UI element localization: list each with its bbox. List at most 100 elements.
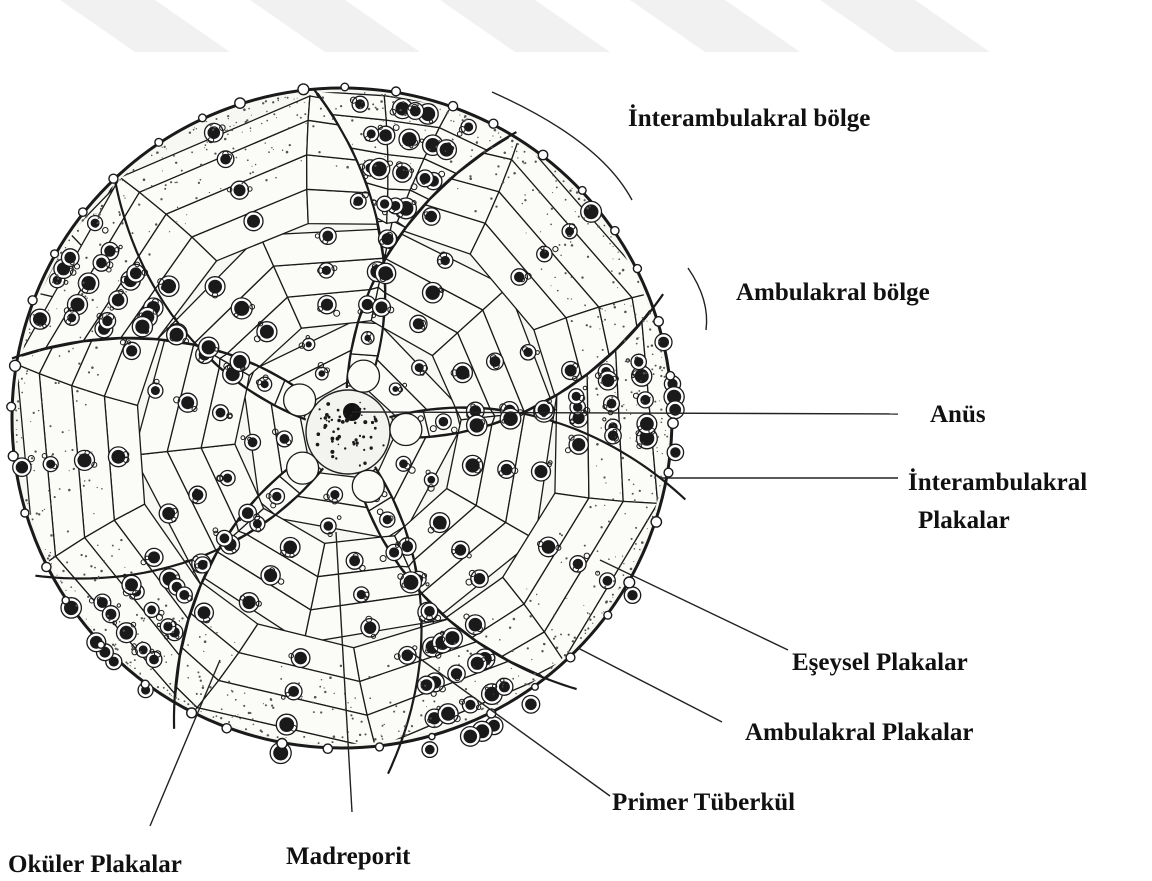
tubercle	[242, 507, 254, 519]
stipple-dot	[623, 563, 624, 564]
stipple-dot	[518, 143, 520, 145]
stipple-dot	[123, 630, 125, 632]
stipple-dot	[53, 556, 55, 558]
stipple-dot	[57, 575, 58, 576]
stipple-dot	[312, 702, 314, 704]
stipple-dot	[320, 711, 322, 713]
stipple-dot	[25, 339, 27, 341]
stipple-dot	[612, 281, 614, 283]
stipple-dot	[157, 598, 159, 600]
stipple-dot	[584, 304, 586, 306]
stipple-dot	[38, 410, 39, 411]
stipple-dot	[380, 735, 381, 736]
stipple-dot	[100, 208, 102, 210]
rim-knob	[62, 597, 69, 604]
stipple-dot	[429, 149, 430, 150]
stipple-dot	[572, 188, 573, 189]
stipple-dot	[560, 633, 562, 635]
stipple-dot	[144, 196, 145, 197]
stipple-dot	[406, 170, 407, 171]
stipple-dot	[526, 232, 527, 233]
tubercle	[607, 399, 617, 409]
stipple-dot	[535, 161, 537, 163]
stipple-dot	[93, 513, 94, 514]
stipple-dot	[272, 101, 274, 103]
stipple-dot	[580, 637, 582, 639]
stipple-dot	[618, 258, 620, 260]
stipple-dot	[512, 678, 514, 680]
periproct-granule	[359, 435, 361, 437]
stipple-dot	[376, 108, 379, 111]
stipple-dot	[457, 188, 458, 189]
stipple-dot	[231, 690, 232, 691]
stipple-dot	[605, 310, 606, 311]
stipple-dot	[52, 453, 54, 455]
stipple-dot	[320, 108, 322, 110]
tubercle	[439, 417, 449, 427]
stipple-dot	[496, 703, 498, 705]
stipple-dot	[57, 278, 59, 280]
stipple-dot	[625, 361, 626, 362]
stipple-dot	[584, 199, 586, 201]
label-ocular-plates: Oküler Plakalar	[8, 851, 182, 878]
stipple-dot	[130, 665, 131, 666]
tubercle	[357, 590, 366, 599]
stipple-dot	[126, 173, 128, 175]
stipple-dot	[140, 651, 142, 653]
stipple-dot	[614, 441, 616, 443]
periproct-granule	[371, 421, 374, 424]
stipple-dot	[364, 92, 365, 93]
tubercle	[380, 199, 389, 208]
stipple-dot	[597, 225, 600, 228]
stipple-dot	[477, 137, 479, 139]
stipple-dot	[239, 718, 241, 720]
stipple-dot	[425, 648, 427, 650]
stipple-dot	[587, 612, 589, 614]
stipple-dot	[16, 429, 17, 430]
stipple-dot	[499, 639, 501, 641]
stipple-dot	[91, 289, 92, 290]
stipple-dot	[460, 701, 462, 703]
stipple-dot	[665, 430, 666, 431]
stipple-dot	[186, 214, 187, 215]
stipple-dot	[336, 165, 338, 167]
tubercle	[149, 655, 159, 665]
stipple-dot	[202, 685, 203, 686]
stipple-dot	[120, 539, 122, 541]
stipple-dot	[557, 290, 559, 292]
stipple-dot	[181, 617, 183, 619]
stipple-dot	[106, 314, 107, 315]
stipple-dot	[314, 696, 317, 699]
rim-knob	[668, 418, 678, 428]
stipple-dot	[456, 172, 457, 173]
stipple-dot	[659, 400, 660, 401]
stipple-dot	[81, 293, 83, 295]
stipple-dot	[636, 343, 638, 345]
stipple-dot	[214, 126, 216, 128]
stipple-dot	[54, 496, 56, 498]
periproct-granule	[349, 414, 353, 418]
stipple-dot	[91, 366, 94, 369]
stipple-dot	[107, 306, 109, 308]
stipple-dot	[214, 152, 216, 154]
stipple-dot	[141, 641, 143, 643]
stipple-dot	[227, 115, 229, 117]
stipple-dot	[638, 390, 640, 392]
stipple-dot	[620, 565, 621, 566]
stipple-dot	[251, 115, 252, 116]
stipple-dot	[571, 320, 573, 322]
label-interambulacral-region: İnterambulakral bölge	[628, 104, 870, 132]
periproct-granule	[373, 416, 375, 418]
stipple-dot	[597, 550, 599, 552]
tubercle	[389, 547, 399, 557]
stipple-dot	[266, 120, 268, 122]
stipple-dot	[392, 101, 394, 103]
stipple-dot	[481, 708, 483, 710]
stipple-dot	[647, 528, 648, 529]
stipple-dot	[661, 370, 663, 372]
rim-knob	[79, 208, 87, 216]
stipple-dot	[332, 119, 333, 120]
tubercle	[466, 458, 480, 472]
stipple-dot	[515, 693, 516, 694]
